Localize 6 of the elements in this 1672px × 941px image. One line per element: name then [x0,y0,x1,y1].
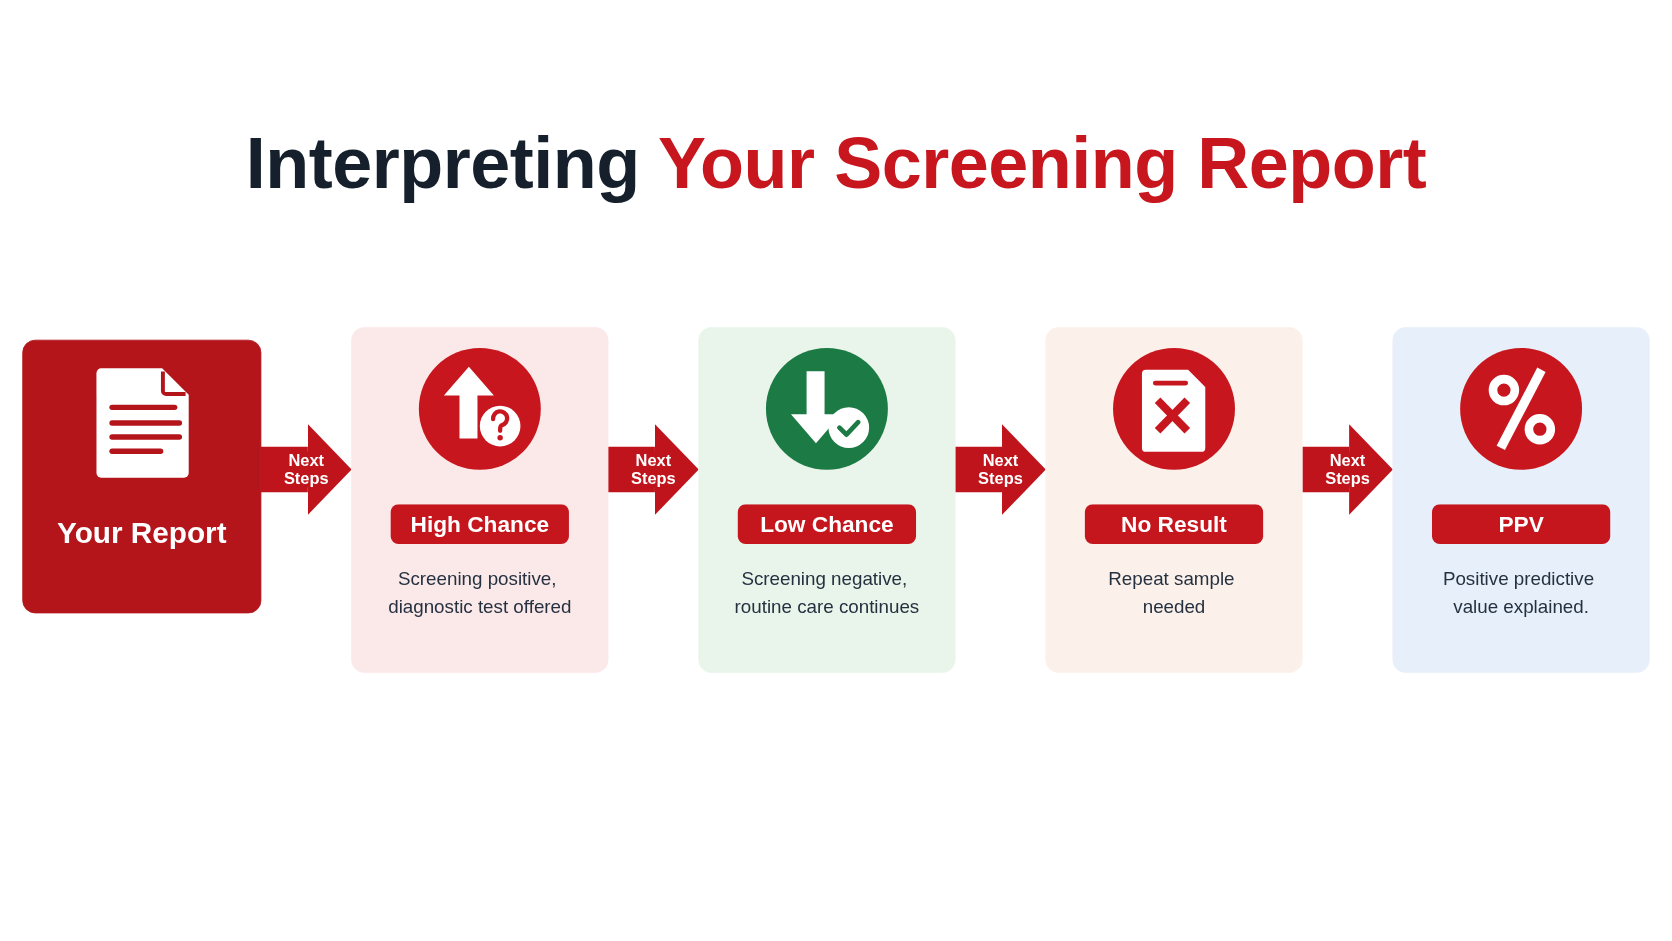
title: Interpreting Your Screening Report [244,124,1428,204]
node-box: Your Report [22,339,262,614]
node-box: Low Chance Screening negative, routine care continues [698,327,956,673]
node-box: No Result Repeat sample needed [1045,327,1303,673]
node-box: PPV Positive predictive value explained. [1392,327,1650,673]
node-box: High Chance Screening positive, diagnostic test offered [351,327,609,673]
